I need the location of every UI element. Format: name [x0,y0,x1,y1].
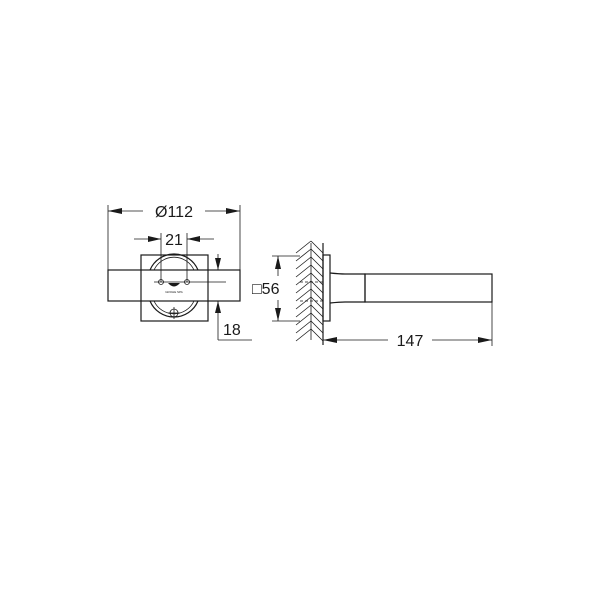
bar [107,269,241,302]
hatch-line [295,312,312,326]
hatch-line [295,280,312,294]
flange [322,254,331,322]
dimension-diameter: Ø112 [107,204,241,270]
hatch-line [310,312,324,326]
hatch-line [295,304,312,318]
logo-mark [168,283,180,287]
hatch-line [295,272,312,286]
hatch-line [295,288,312,302]
rosette-arc-top [149,253,199,271]
dimension-projection: 18 [215,254,252,341]
dimension-length: 147 [323,302,493,350]
hatch-line [295,296,312,310]
dimension-label: 147 [397,333,424,350]
hatch-line [310,264,324,278]
hatch-line [310,320,324,334]
dimension-hole-spacing: 21 [134,232,214,282]
hatch-line [310,248,324,262]
hatch-line [295,264,312,278]
hatch-line [295,240,312,254]
hatch-line [310,288,324,302]
dimension-label: □56 [252,281,280,298]
dimension-label: 18 [223,322,241,339]
front-view: GROHE SPA Ø112 21 [107,204,252,341]
dimension-plate: □56 [252,255,300,322]
dimension-label: 21 [165,232,183,249]
side-view: □56 147 [252,240,493,350]
hatch-line [310,272,324,286]
hatch-line [310,328,324,342]
neck [329,272,366,304]
wall-plate [140,254,209,322]
hatch-line [310,280,324,294]
hatch-line [310,296,324,310]
wall-hatching [295,240,324,342]
hatch-line [295,328,312,342]
hatch-line [310,240,324,254]
logo-text: GROHE SPA [165,290,183,294]
tube [364,273,493,303]
hatch-line [295,256,312,270]
dimension-label: Ø112 [155,204,193,221]
hatch-line [310,256,324,270]
hatch-line [310,304,324,318]
hatch-line [295,248,312,262]
hatch-line [295,320,312,334]
